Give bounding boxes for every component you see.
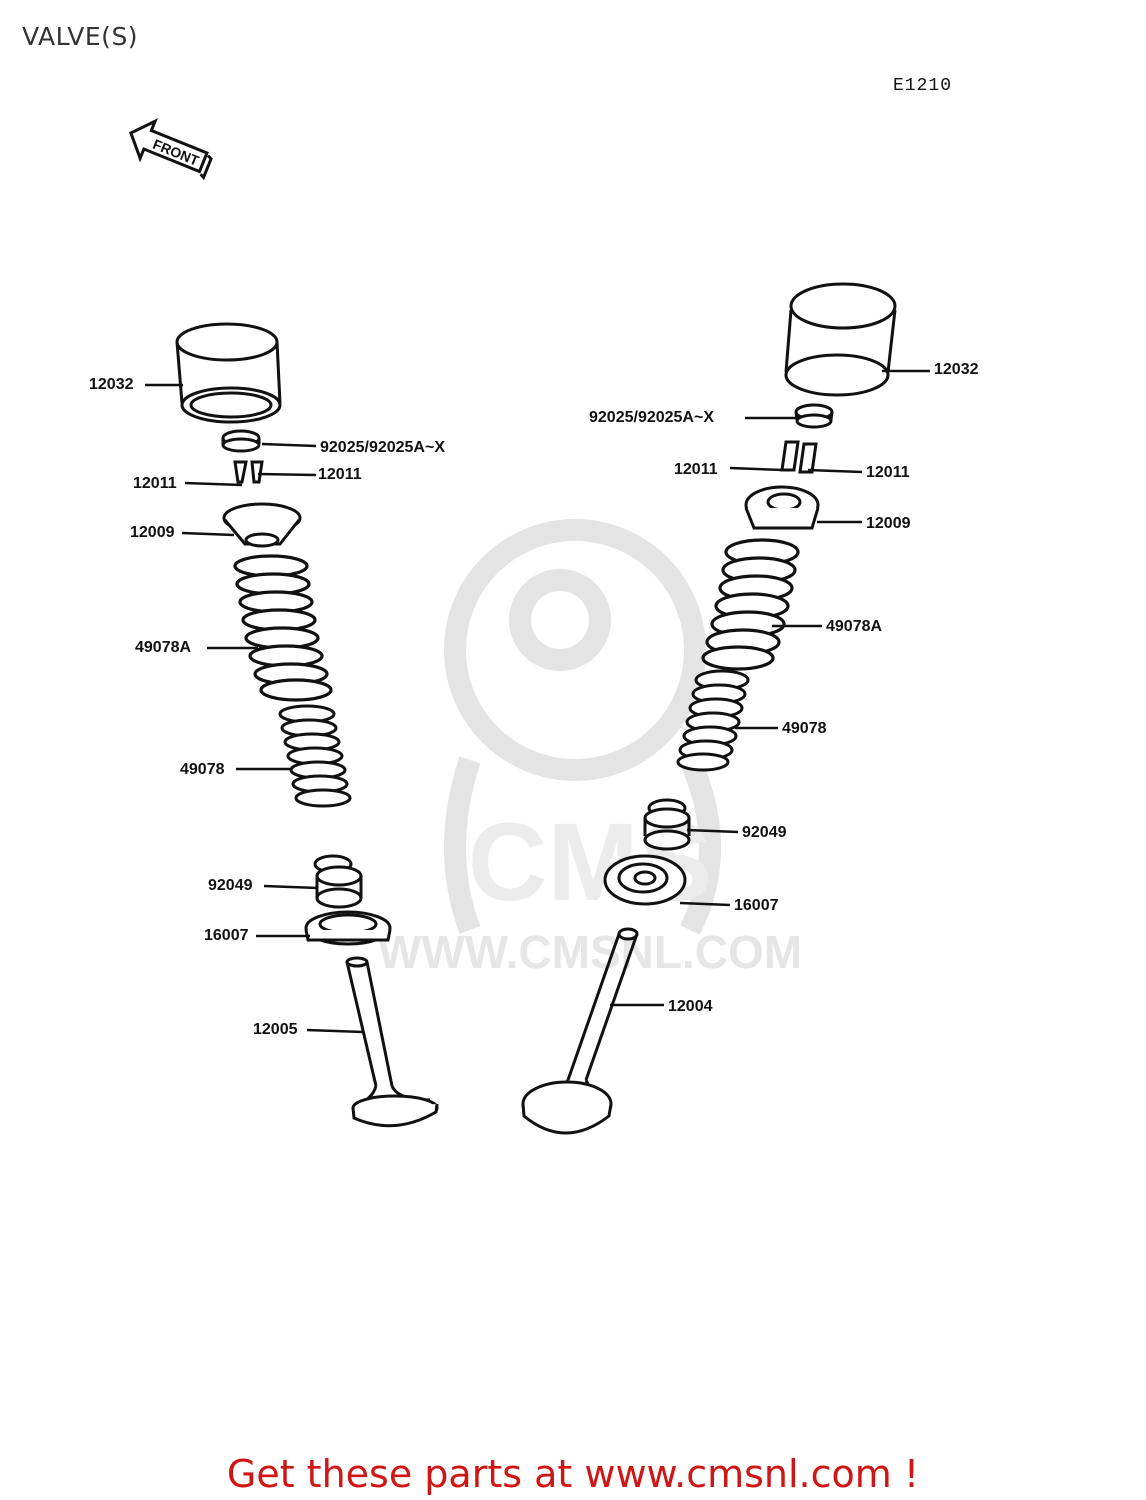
callout-49078A-right: 49078A bbox=[826, 618, 883, 635]
spring-seat-left bbox=[304, 910, 392, 946]
callout-49078-left: 49078 bbox=[180, 761, 225, 778]
page-title: VALVE(S) bbox=[22, 22, 139, 51]
keepers-left bbox=[233, 460, 264, 484]
keepers-right bbox=[780, 440, 818, 474]
callout-92049-right: 92049 bbox=[742, 824, 787, 841]
callout-92025-right: 92025/92025A~X bbox=[589, 409, 714, 426]
leader-lines bbox=[145, 369, 930, 1034]
diagram-code: E1210 bbox=[893, 76, 953, 96]
callout-12011-left-a: 12011 bbox=[133, 475, 177, 492]
callout-12009-right: 12009 bbox=[866, 515, 911, 532]
inner-spring-right bbox=[676, 669, 750, 772]
callout-92049-left: 92049 bbox=[208, 877, 253, 894]
watermark-logo bbox=[444, 519, 721, 935]
callout-12005: 12005 bbox=[253, 1021, 298, 1038]
spring-seat-right bbox=[603, 854, 687, 906]
retainer-left bbox=[222, 502, 302, 548]
tappet-right bbox=[784, 282, 897, 397]
shim-left bbox=[221, 429, 261, 453]
callout-12032-right: 12032 bbox=[934, 361, 979, 378]
front-arrow-icon: FRONT bbox=[129, 118, 213, 181]
callout-92025-left: 92025/92025A~X bbox=[320, 439, 445, 456]
inner-spring-left bbox=[278, 704, 352, 808]
callout-16007-right: 16007 bbox=[734, 897, 779, 914]
callout-12032-left: 12032 bbox=[89, 376, 134, 393]
intake-valve-right bbox=[521, 927, 639, 1135]
watermark-text: WWW.CMSNL.COM bbox=[378, 926, 802, 978]
stem-seal-right bbox=[643, 798, 691, 851]
callout-12011-right-a: 12011 bbox=[674, 461, 718, 478]
outer-spring-right bbox=[701, 538, 800, 671]
retainer-right bbox=[744, 485, 820, 530]
callout-12011-right-b: 12011 bbox=[866, 464, 910, 481]
callout-49078-right: 49078 bbox=[782, 720, 827, 737]
callout-49078A-left: 49078A bbox=[135, 639, 192, 656]
shim-right bbox=[794, 403, 834, 429]
exhaust-valve-left bbox=[345, 956, 439, 1128]
stem-seal-left bbox=[313, 854, 363, 909]
outer-spring-left bbox=[233, 554, 333, 702]
callout-16007-left: 16007 bbox=[204, 927, 249, 944]
footer-banner[interactable]: Get these parts at www.cmsnl.com ! bbox=[226, 1452, 920, 1496]
callout-12004: 12004 bbox=[668, 998, 713, 1015]
callout-12009-left: 12009 bbox=[130, 524, 175, 541]
tappet-left bbox=[175, 322, 282, 424]
callout-12011-left-b: 12011 bbox=[318, 466, 362, 483]
